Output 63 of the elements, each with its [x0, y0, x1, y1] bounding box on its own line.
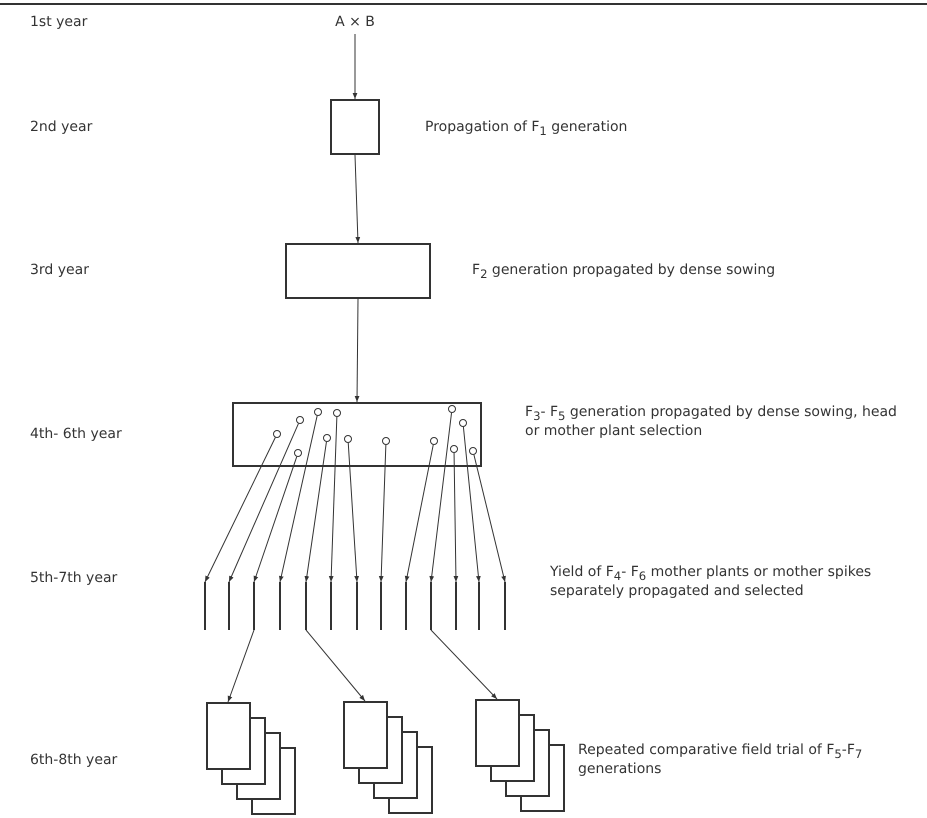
plant-circle	[430, 437, 438, 445]
line-row-bar	[279, 582, 281, 630]
plant-circle	[296, 416, 304, 424]
arrow	[462, 426, 481, 582]
plant-circle	[450, 445, 458, 453]
plot-box	[232, 402, 482, 467]
stage-description: Yield of F$_{4}$- F$_{6}$ mother plants or mother spikes separately propagated and selected	[550, 564, 872, 601]
arrow	[354, 154, 360, 244]
arrow	[429, 412, 452, 582]
line-row-bar	[380, 582, 382, 630]
year-label: 5th-7th year	[30, 570, 118, 588]
line-row-bar	[504, 582, 506, 630]
plant-circle	[314, 408, 322, 416]
arrow	[328, 416, 338, 582]
plant-circle	[344, 435, 352, 443]
line-row-bar	[455, 582, 457, 630]
arrow	[354, 298, 360, 402]
arrow	[228, 630, 254, 702]
year-label: 3rd year	[30, 262, 89, 280]
plant-circle	[294, 449, 302, 457]
arrow	[304, 441, 327, 582]
plant-circle	[273, 430, 281, 438]
line-row-bar	[330, 582, 332, 630]
plant-circle	[323, 434, 331, 442]
stage-description: F$_{2}$ generation propagated by dense sowing	[472, 262, 776, 282]
arrow	[348, 442, 360, 582]
line-row-bar	[204, 582, 206, 630]
year-label: 2nd year	[30, 119, 92, 136]
year-label: 1st year	[30, 14, 88, 32]
line-row-bar	[405, 582, 407, 630]
line-row-bar	[356, 582, 358, 630]
line-row-bar	[478, 582, 480, 630]
plant-circle	[382, 437, 390, 445]
arrow	[228, 423, 299, 582]
arrow	[278, 415, 318, 582]
plot-box	[330, 99, 380, 155]
arrow	[473, 454, 506, 582]
plot-stack-drawing	[475, 699, 567, 813]
stage-description: Propagation of F$_{1}$ generation	[425, 119, 628, 138]
arrow	[404, 444, 434, 582]
arrow	[204, 437, 276, 582]
line-row-bar	[228, 582, 230, 630]
cross-label: A × B	[315, 14, 395, 34]
plot-stack-drawing	[206, 702, 298, 816]
year-label: 4th- 6th year	[30, 426, 122, 444]
plot-box	[285, 243, 431, 299]
arrow	[378, 444, 386, 582]
line-row-bar	[305, 582, 307, 630]
line-row-bar	[430, 582, 432, 630]
plant-circle	[469, 447, 477, 455]
stage-description: F$_{3}$- F$_{5}$ generation propagated by dense sowing, head or mother plant selection	[525, 404, 898, 441]
arrow	[352, 34, 358, 100]
plant-circle	[459, 419, 467, 427]
stage-description: Repeated comparative field trial of F$_{5}$-F$_{7}$ generations	[578, 742, 864, 779]
plot-stack-drawing	[343, 701, 435, 815]
arrow	[254, 456, 298, 582]
year-label: 6th-8th year	[30, 752, 118, 770]
arrow	[306, 630, 366, 702]
plant-circle	[333, 409, 341, 417]
arrow	[454, 452, 458, 582]
line-row-bar	[253, 582, 255, 630]
plant-circle	[448, 405, 456, 413]
arrow	[430, 630, 498, 700]
